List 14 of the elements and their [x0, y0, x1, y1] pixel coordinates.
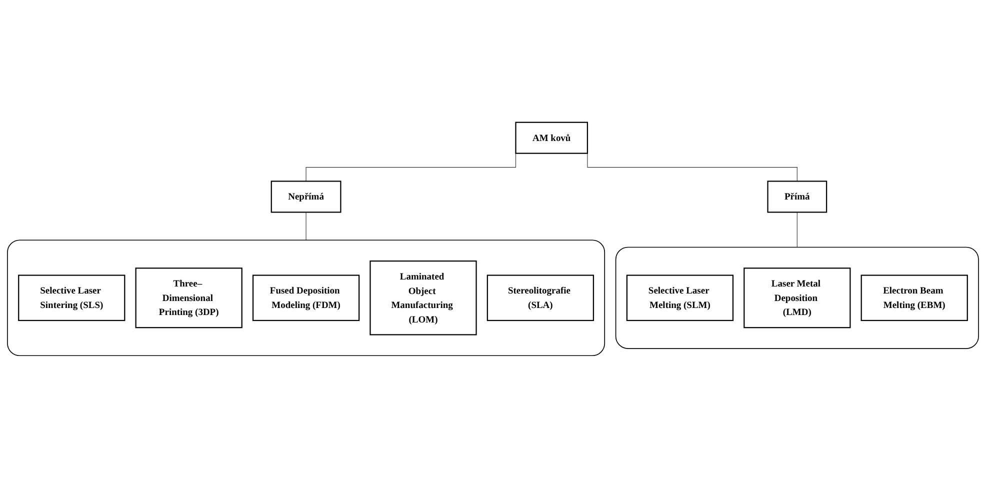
node-box: Three– Dimensional Printing (3DP)	[135, 267, 242, 328]
node-box: Fused Deposition Modeling (FDM)	[252, 274, 360, 321]
connector	[796, 211, 798, 247]
cluster	[615, 246, 979, 348]
node-box: Electron Beam Melting (EBM)	[860, 274, 968, 321]
node-box: Laminated Object Manufacturing (LOM)	[370, 260, 477, 335]
node-box: Nepřímá	[270, 180, 342, 212]
node-box: Selective Laser Sintering (SLS)	[18, 274, 126, 321]
node-box: Selective Laser Melting (SLM)	[626, 274, 734, 321]
node-box: AM kovů	[515, 121, 588, 154]
node-box: Laser Metal Deposition (LMD)	[744, 267, 851, 328]
node-box: Stereolitografie (SLA)	[486, 274, 594, 321]
cluster	[7, 239, 606, 356]
node-box: Přímá	[767, 180, 828, 212]
